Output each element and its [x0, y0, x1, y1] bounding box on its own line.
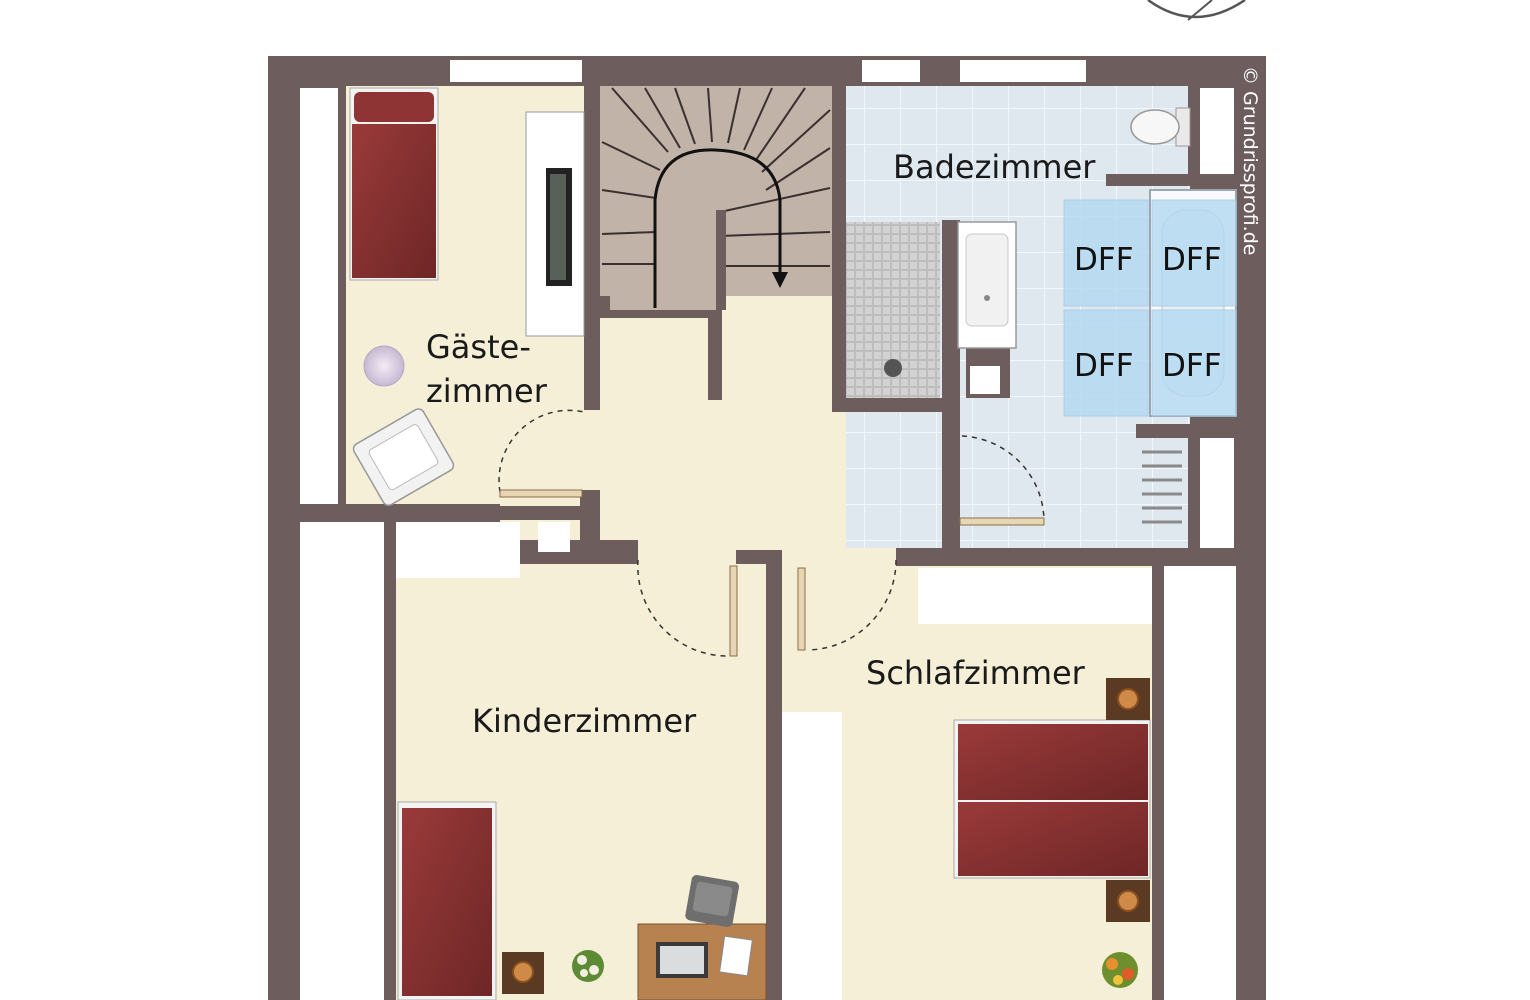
towel-rail-icon [1142, 450, 1182, 524]
storage-strip-east-top [1200, 88, 1234, 174]
lamp-bedroom-2-icon [1117, 890, 1139, 912]
toilet-icon [1130, 107, 1191, 147]
chimney [538, 522, 570, 552]
window-bath-1 [862, 60, 920, 82]
floor-lamp-icon [363, 345, 405, 387]
storage-strip-west-top [300, 88, 338, 504]
interior-walls [296, 56, 1236, 1000]
skylight-label: DFF [1074, 242, 1134, 278]
shower-drain-icon [884, 359, 902, 377]
copyright-text: © Grundrissprofi.de [1239, 66, 1261, 255]
shaft [970, 366, 1000, 394]
cupboard-bedroom [918, 568, 1152, 624]
guest-room-label-line2: zimmer [426, 372, 548, 410]
skylights [1063, 199, 1237, 417]
cupboard-children [396, 522, 520, 578]
lamp-bedroom-1-icon [1117, 688, 1139, 710]
double-bed [953, 719, 1151, 879]
compass-arc [1147, 0, 1246, 19]
armchair-icon [352, 408, 455, 506]
bedroom-label: Schlafzimmer [866, 654, 1086, 692]
plant-children-icon [572, 950, 604, 982]
guest-bed [349, 87, 439, 281]
window-bath-2 [960, 60, 1086, 82]
window-guest [450, 60, 582, 82]
lamp-children-icon [512, 961, 534, 983]
bathroom-label: Badezimmer [893, 148, 1096, 186]
doors [498, 409, 1045, 657]
desk-chair-icon [685, 874, 740, 928]
children-bed [397, 801, 497, 1000]
skylight-label: DFF [1162, 348, 1222, 384]
skylight-label: DFF [1162, 242, 1222, 278]
storage-strip-east-mid [1200, 438, 1234, 548]
compass-needle [1187, 0, 1213, 21]
tv-sideboard [525, 111, 585, 337]
guest-room-label-line1: Gäste- [426, 328, 531, 366]
staircase [600, 86, 832, 318]
storage-strip-east-bottom [1164, 566, 1236, 1000]
storage-strip-west-bottom [300, 522, 386, 1000]
children-room-label: Kinderzimmer [472, 702, 697, 740]
desk [637, 923, 767, 1000]
wardrobe-bedroom [782, 712, 842, 1000]
skylight-label: DFF [1074, 348, 1134, 384]
plant-bedroom-icon [1102, 952, 1138, 988]
